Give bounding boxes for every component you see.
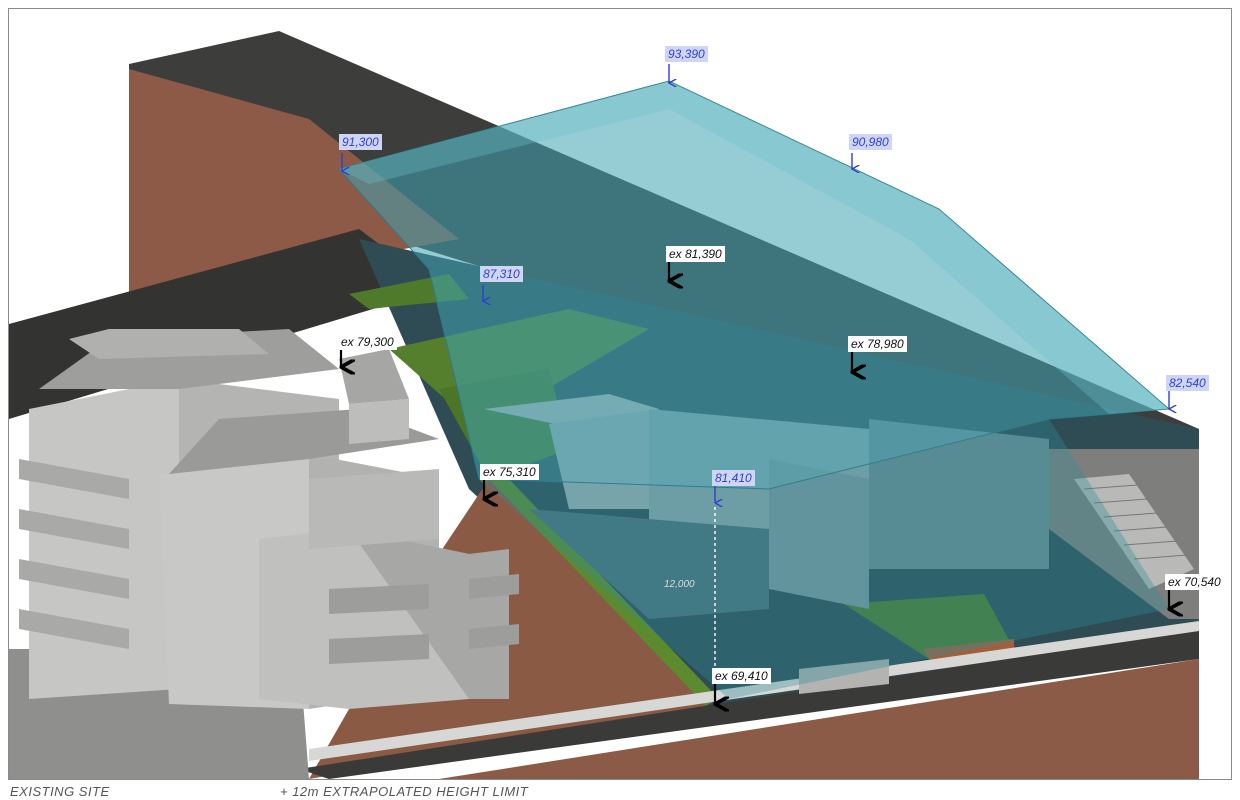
site-3d-view [9, 9, 1231, 779]
existing-arrows [341, 261, 1169, 704]
front-road [299, 629, 1199, 779]
existing-label-78980: ex 78,980 [848, 336, 907, 352]
limit-label-82540: 82,540 [1166, 375, 1209, 391]
limit-label-93390: 93,390 [665, 46, 708, 62]
front-brown-strip [439, 659, 1199, 779]
limit-label-90980: 90,980 [849, 134, 892, 150]
existing-building-mid [339, 349, 409, 444]
drawing-frame: 93,390 91,300 90,980 87,310 82,540 81,41… [8, 8, 1232, 780]
low-step [799, 659, 889, 694]
limit-label-87310: 87,310 [480, 266, 523, 282]
existing-label-69410: ex 69,410 [712, 668, 771, 684]
lawn [844, 594, 1014, 659]
existing-label-70540: ex 70,540 [1165, 574, 1224, 590]
front-footpath [309, 621, 1199, 761]
limit-label-91300: 91,300 [339, 134, 382, 150]
existing-label-81390: ex 81,390 [666, 246, 725, 262]
height-limit-envelope [338, 80, 1171, 490]
envelope-roof-edge [339, 81, 1169, 414]
block-f [529, 509, 769, 619]
existing-building-front [159, 409, 519, 709]
existing-label-75310: ex 75,310 [480, 464, 539, 480]
limit-arrows [342, 64, 1169, 503]
block-e [869, 419, 1049, 569]
caption-height-limit: + 12m EXTRAPOLATED HEIGHT LIMIT [280, 784, 529, 799]
stairs-right [1074, 474, 1194, 589]
dimension-label-12000: 12,000 [664, 579, 695, 590]
existing-label-79300: ex 79,300 [338, 334, 397, 350]
rear-terrain-slope [129, 69, 459, 299]
caption-existing-site: EXISTING SITE [10, 784, 110, 799]
limit-label-81410: 81,410 [712, 470, 755, 486]
envelope-lower-volume [479, 419, 1169, 699]
block-d [769, 459, 869, 609]
